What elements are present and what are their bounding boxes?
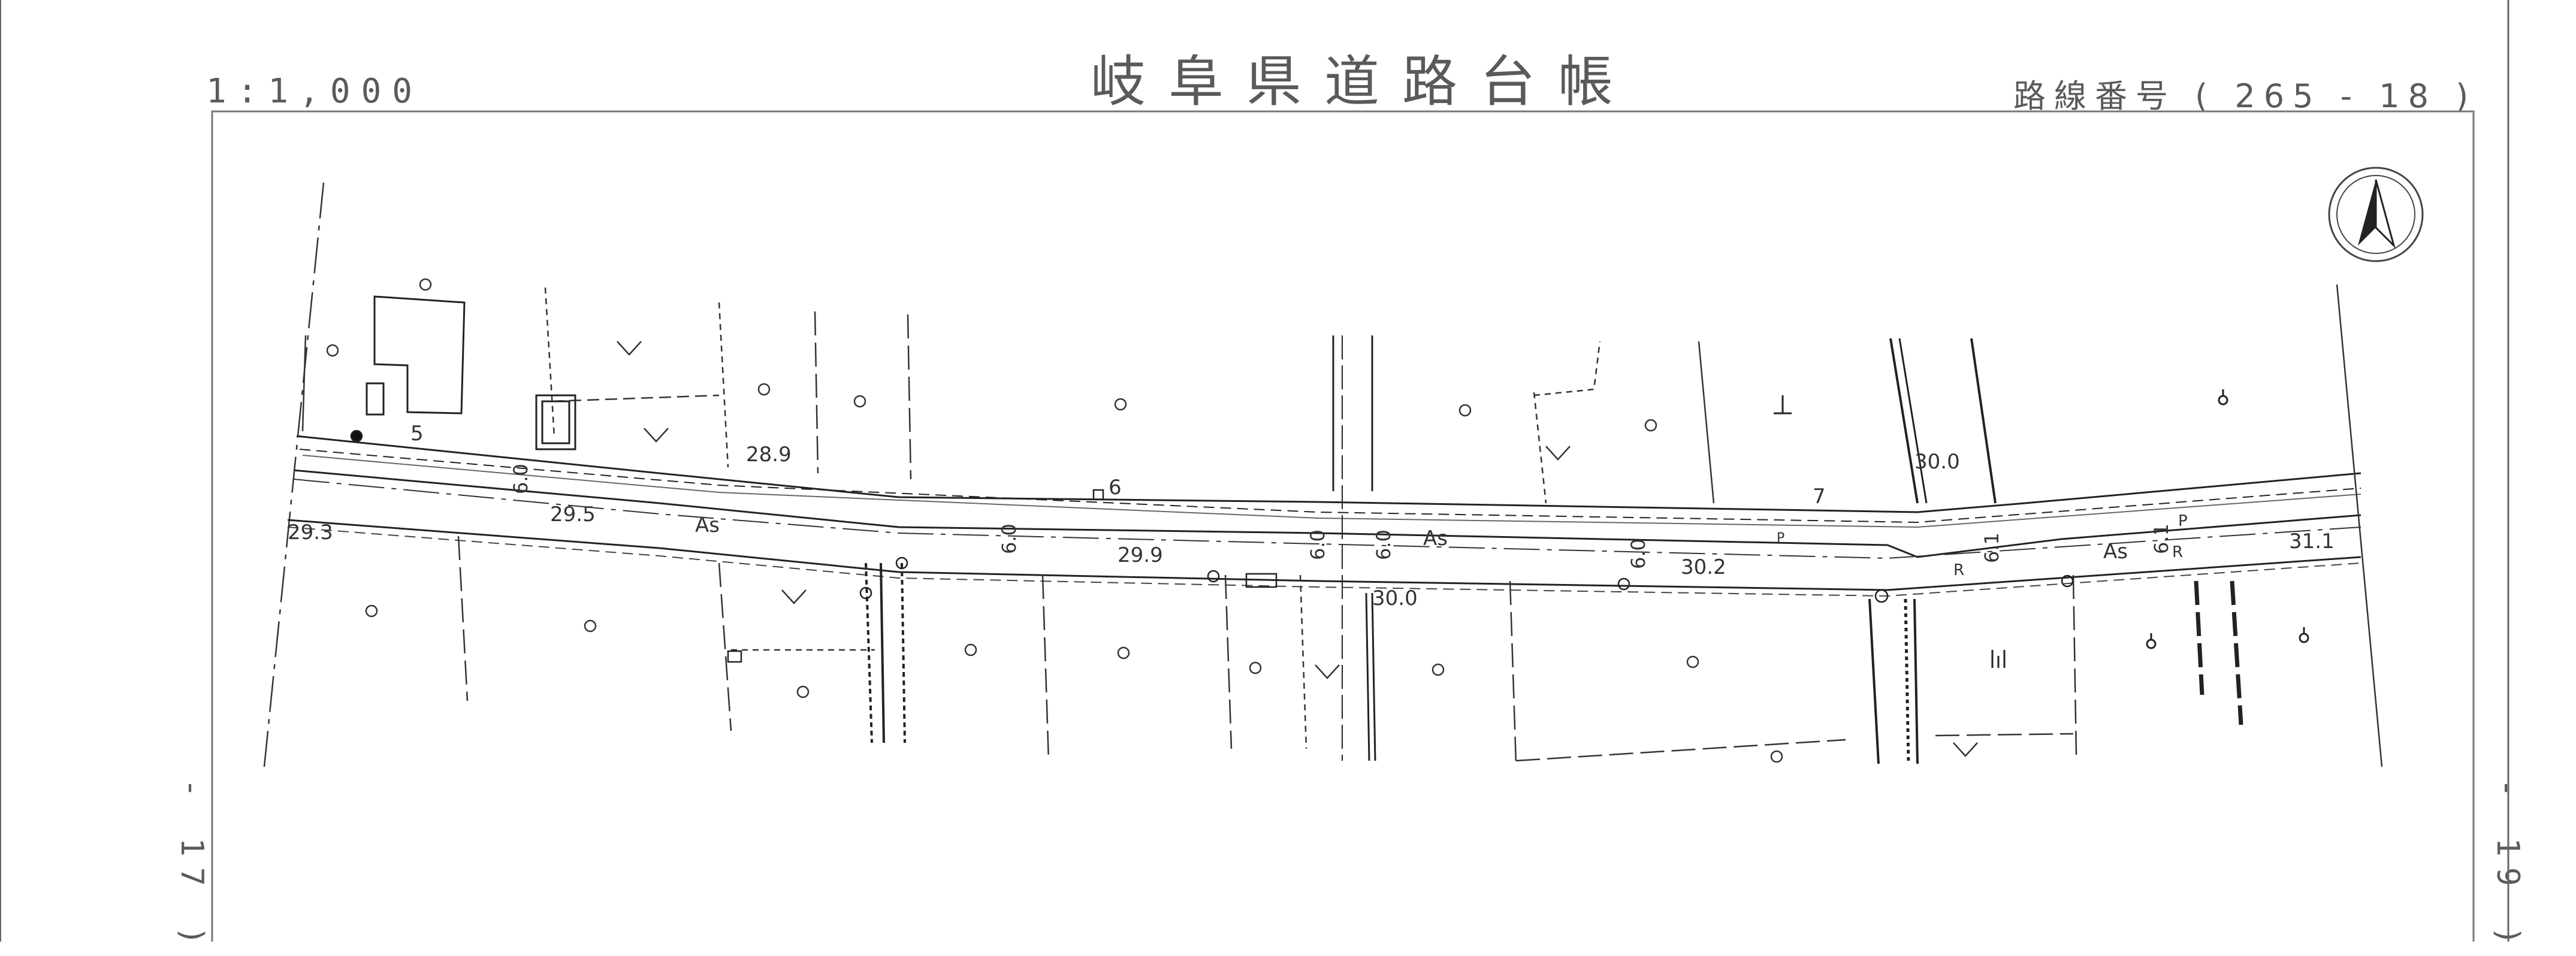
field-circle-symbols xyxy=(326,278,1783,763)
road-lower-edge xyxy=(287,519,2361,591)
marker-label: P xyxy=(2178,512,2188,530)
north-arrow-icon xyxy=(2328,167,2424,262)
station-number: 6 xyxy=(1109,476,1122,500)
station-number: 7 xyxy=(1813,485,1826,509)
elevation-label: 30.0 xyxy=(1372,586,1418,610)
elevation-label: 31.1 xyxy=(2289,530,2335,553)
width-label: 6.0 xyxy=(509,464,532,494)
elevation-label: 28.9 xyxy=(746,443,792,467)
map-title: 岐阜県道路台帳 xyxy=(1091,50,1636,114)
drainage-ditch xyxy=(865,562,906,743)
side-channel xyxy=(1868,338,1997,764)
drain-markers xyxy=(350,429,2074,663)
width-label: 6.1 xyxy=(1980,533,2003,563)
elevation-label: 30.0 xyxy=(1914,450,1960,474)
road-edges xyxy=(293,435,2361,558)
surface-label: As xyxy=(1423,527,1448,550)
elevation-label: 29.5 xyxy=(550,503,596,527)
width-label: 6.0 xyxy=(998,524,1020,554)
thick-fence-lines xyxy=(2194,580,2243,725)
width-label: 6.1 xyxy=(2150,524,2173,554)
marker-label: P xyxy=(1777,531,1784,546)
marker-label: R xyxy=(2172,543,2183,561)
elevation-label: 29.9 xyxy=(1118,543,1163,567)
width-label: 6.0 xyxy=(1627,538,1650,569)
property-boundaries xyxy=(262,182,2383,773)
surface-label: As xyxy=(695,513,720,537)
marker-label: R xyxy=(1953,561,1964,579)
width-label: 6.0 xyxy=(1306,530,1329,560)
station-number: 5 xyxy=(410,422,424,446)
buildings xyxy=(366,295,576,450)
road-lower-dash xyxy=(287,527,2361,597)
elevation-label: 30.2 xyxy=(1681,555,1726,579)
surface-label: As xyxy=(2103,540,2128,564)
map-frame xyxy=(211,110,2475,942)
width-label: 6.0 xyxy=(1372,530,1395,560)
road-centerline xyxy=(293,479,2361,559)
paddy-v-symbols xyxy=(617,341,1978,757)
orchard-symbols xyxy=(1774,389,2309,668)
cross-road xyxy=(1332,335,1376,761)
route-number: 路線番号 ( 265 - 18 ) xyxy=(2013,77,2477,115)
map-scale: 1:1,000 xyxy=(206,72,424,111)
elevation-label: 29.3 xyxy=(288,521,333,544)
